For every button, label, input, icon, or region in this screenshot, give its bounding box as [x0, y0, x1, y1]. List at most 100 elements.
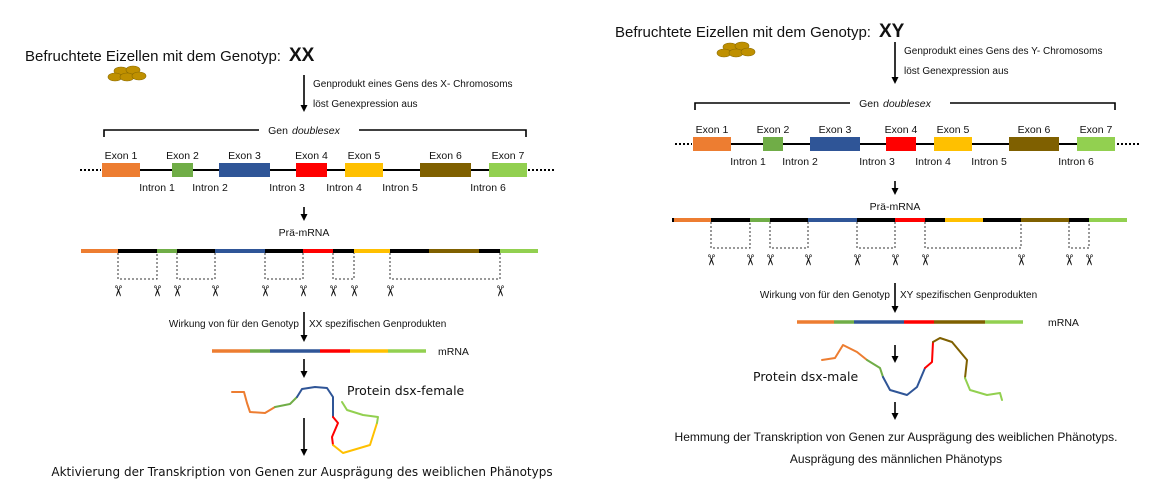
exon-5-box — [345, 163, 383, 177]
egg-cluster-icon — [107, 65, 147, 82]
intron-5-label: Intron 5 — [971, 156, 1007, 168]
scissors-icon: ✂ — [148, 285, 165, 298]
protein-label: Protein dsx-male — [753, 369, 858, 384]
protein-segment — [866, 359, 884, 378]
exon-2-box — [172, 163, 193, 177]
scissors-icon: ✂ — [886, 254, 903, 267]
arrow-down-icon — [891, 42, 899, 84]
scissors-icon: ✂ — [1060, 254, 1077, 267]
exon-6-box — [420, 163, 471, 177]
title-text: Befruchtete Eizellen mit dem Genotyp: — [25, 48, 281, 65]
scissors-icon: ✂ — [799, 254, 816, 267]
exon-1-box — [693, 137, 731, 151]
intron-1-label: Intron 1 — [730, 156, 766, 168]
exon-6-box — [1009, 137, 1059, 151]
splice-box — [1068, 222, 1090, 249]
intron-1-label: Intron 1 — [139, 182, 175, 194]
egg-cluster-icon — [716, 41, 756, 58]
scissors-icon: ✂ — [345, 285, 362, 298]
scissors-icon: ✂ — [168, 285, 185, 298]
intron-2-label: Intron 2 — [782, 156, 818, 168]
exon-4-label: Exon 4 — [885, 124, 918, 136]
arrow-down-icon — [300, 418, 308, 456]
action-text-right: XY spezifischen Genprodukten — [900, 290, 1037, 301]
arrow-down-icon — [891, 181, 899, 195]
exon-1-label: Exon 1 — [696, 124, 729, 136]
gene-name: doublesex — [292, 125, 341, 137]
action-text-left: Wirkung von für den Genotyp — [169, 319, 300, 330]
protein-segment — [882, 367, 926, 396]
genotype-label: XY — [879, 21, 905, 42]
trigger-text-line2: löst Genexpression aus — [904, 66, 1009, 77]
exon-7-label: Exon 7 — [1080, 124, 1113, 136]
splice-box — [117, 253, 158, 280]
protein-segment — [964, 377, 1003, 401]
exon-5-label: Exon 5 — [937, 124, 970, 136]
exon-2-box — [763, 137, 783, 151]
intron-4-label: Intron 4 — [915, 156, 951, 168]
mrna-label: mRNA — [1048, 317, 1079, 329]
protein-segment — [332, 422, 378, 454]
exon-6-label: Exon 6 — [429, 150, 462, 162]
arrow-down-icon — [891, 402, 899, 420]
intron-2-label: Intron 2 — [192, 182, 228, 194]
action-text-left: Wirkung von für den Genotyp — [760, 290, 891, 301]
intron-3-label: Intron 3 — [859, 156, 895, 168]
exon-7-label: Exon 7 — [492, 150, 525, 162]
scissors-icon: ✂ — [381, 285, 398, 298]
exon-4-label: Exon 4 — [295, 150, 328, 162]
result-text-line1: Aktivierung der Transkription von Genen … — [51, 465, 552, 479]
panel-title: Befruchtete Eizellen mit dem Genotyp:XX — [25, 45, 315, 66]
protein-segment — [341, 401, 379, 424]
splice-box — [176, 253, 216, 280]
scissors-icon: ✂ — [294, 285, 311, 298]
action-text-right: XX spezifischen Genprodukten — [309, 319, 446, 330]
trigger-text-line2: löst Genexpression aus — [313, 99, 418, 110]
exon-7-box — [489, 163, 527, 177]
splice-box — [264, 253, 304, 280]
protein-segment — [924, 341, 934, 369]
splice-box — [710, 222, 751, 249]
intron-6-label: Intron 6 — [1058, 156, 1094, 168]
protein-segment — [231, 391, 276, 414]
scissors-icon: ✂ — [491, 285, 508, 298]
gene-structure: Exon 1 Intron 1 Exon 2 Intron 2 Exon 3 Intron… — [675, 124, 1140, 168]
gene-bracket: Gen doublesex — [694, 98, 1116, 110]
panel-title: Befruchtete Eizellen mit dem Genotyp:XY — [615, 21, 905, 42]
gene-name: doublesex — [883, 98, 932, 110]
gene-label-prefix: Gen — [859, 98, 879, 110]
exon-4-box — [296, 163, 327, 177]
exon-5-box — [934, 137, 972, 151]
arrow-down-icon — [300, 75, 308, 112]
protein-chain — [231, 386, 379, 454]
scissors-icon: ✂ — [1080, 254, 1097, 267]
protein-segment — [331, 416, 339, 446]
trigger-text-line1: Genprodukt eines Gens des X- Chromosoms — [313, 79, 513, 90]
scissors-icon: ✂ — [256, 285, 273, 298]
scissors-icon: ✂ — [206, 285, 223, 298]
scissors-icon: ✂ — [1012, 254, 1029, 267]
scissors-icon: ✂ — [761, 254, 778, 267]
exon-3-box — [219, 163, 270, 177]
exon-6-label: Exon 6 — [1018, 124, 1051, 136]
result-text-line2: Ausprägung des männlichen Phänotyps — [790, 452, 1002, 466]
exon-3-box — [810, 137, 860, 151]
protein-segment — [932, 337, 968, 379]
intron-4-label: Intron 4 — [326, 182, 362, 194]
protein-label: Protein dsx-female — [347, 383, 465, 398]
protein-segment — [821, 344, 868, 361]
right-panel: Befruchtete Eizellen mit dem Genotyp:XY G… — [615, 21, 1140, 466]
left-panel: Befruchtete Eizellen mit dem Genotyp:XX G… — [25, 45, 556, 479]
exon-1-box — [102, 163, 140, 177]
exon-2-label: Exon 2 — [757, 124, 790, 136]
splice-box — [856, 222, 896, 249]
exon-3-label: Exon 3 — [819, 124, 852, 136]
exon-3-label: Exon 3 — [228, 150, 261, 162]
protein-chain — [821, 337, 1003, 401]
scissors-icon: ✂ — [324, 285, 341, 298]
